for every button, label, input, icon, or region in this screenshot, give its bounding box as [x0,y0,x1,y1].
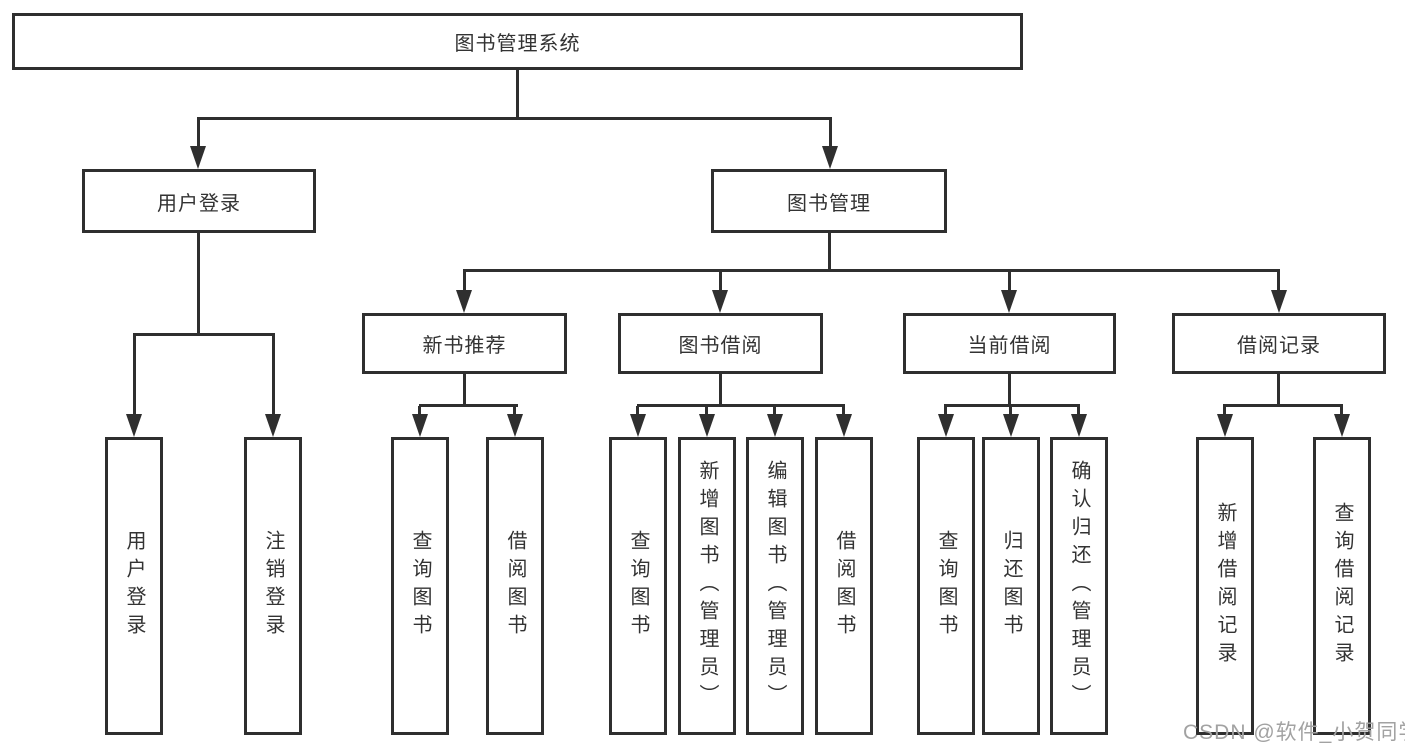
arrow-down-icon [507,414,523,437]
node-leaf-user-login-label: 用户登录 [123,530,145,642]
node-leaf-add-book-admin-label: 新增图书（管理员） [696,460,718,712]
connector-drop [1009,406,1012,416]
node-borrow-records-label: 借阅记录 [1237,335,1321,357]
node-root-label: 图书管理系统 [454,33,581,55]
arrow-down-icon [1271,290,1287,313]
connector-current-borrow-branch [944,404,1080,407]
node-leaf-add-borrow-record: 新增借阅记录 [1196,437,1254,735]
arrow-down-icon [699,414,715,437]
node-book-management-group: 图书管理 [711,169,947,233]
arrow-down-icon [767,414,783,437]
connector-root-stem [516,69,519,119]
connector-drop [418,406,421,416]
arrow-down-icon [712,290,728,313]
connector-borrow-records-branch [1223,404,1343,407]
node-leaf-query-book-1-label: 查询图书 [409,530,431,642]
arrow-down-icon [265,414,281,437]
node-leaf-query-book-2-label: 查询图书 [627,530,649,642]
connector-book-mgmt-branch [463,269,1280,272]
connector-book-borrow-stem [719,373,722,406]
arrow-down-icon [822,146,838,169]
node-book-borrow: 图书借阅 [618,313,823,374]
connector-new-book-stem [463,373,466,406]
arrow-down-icon [1334,414,1350,437]
connector-user-login-branch [133,333,275,336]
connector-drop-new-book [463,271,466,292]
connector-drop [1340,406,1343,416]
node-leaf-logout-label: 注销登录 [262,530,284,642]
node-leaf-confirm-return-admin: 确认归还（管理员） [1050,437,1108,735]
node-leaf-query-book-3: 查询图书 [917,437,975,735]
node-leaf-query-borrow-record: 查询借阅记录 [1313,437,1371,735]
arrow-down-icon [126,414,142,437]
arrow-down-icon [1001,290,1017,313]
node-leaf-borrow-book-1-label: 借阅图书 [504,530,526,642]
arrow-down-icon [1071,414,1087,437]
connector-drop-current-borrow [1008,271,1011,292]
watermark: CSDN @软件_小贺同学 [1183,721,1405,744]
node-leaf-logout: 注销登录 [244,437,302,735]
connector-user-login-stem [197,232,200,335]
arrow-down-icon [1003,414,1019,437]
connector-book-mgmt-stem [828,232,831,272]
connector-drop [513,406,516,416]
node-leaf-add-borrow-record-label: 新增借阅记录 [1214,502,1236,670]
node-leaf-query-book-2: 查询图书 [609,437,667,735]
connector-drop [842,406,845,416]
connector-root-branch [197,117,832,120]
node-leaf-return-book: 归还图书 [982,437,1040,735]
node-current-borrow: 当前借阅 [903,313,1116,374]
node-user-login-group: 用户登录 [82,169,316,233]
arrow-down-icon [456,290,472,313]
node-leaf-edit-book-admin-label: 编辑图书（管理员） [764,460,786,712]
connector-drop-leaf-logout [272,335,275,415]
node-leaf-query-book-3-label: 查询图书 [935,530,957,642]
node-leaf-query-borrow-record-label: 查询借阅记录 [1331,502,1353,670]
node-book-borrow-label: 图书借阅 [678,335,763,357]
connector-drop-book-mgmt [829,119,832,149]
node-new-book-recommend-label: 新书推荐 [422,335,507,357]
connector-drop [944,406,947,416]
node-leaf-confirm-return-admin-label: 确认归还（管理员） [1068,460,1090,712]
node-borrow-records: 借阅记录 [1172,313,1386,374]
connector-drop-borrow-records [1277,271,1280,292]
connector-drop [773,406,776,416]
connector-drop-user-login [197,119,200,149]
arrow-down-icon [630,414,646,437]
connector-book-borrow-branch [637,404,845,407]
node-leaf-return-book-label: 归还图书 [1000,530,1022,642]
node-leaf-borrow-book-2-label: 借阅图书 [833,530,855,642]
node-root: 图书管理系统 [12,13,1023,70]
arrow-down-icon [836,414,852,437]
connector-drop [705,406,708,416]
node-book-management-group-label: 图书管理 [787,192,871,215]
connector-drop-leaf-login [133,335,136,415]
connector-new-book-branch [419,404,518,407]
arrow-down-icon [1217,414,1233,437]
node-leaf-borrow-book-2: 借阅图书 [815,437,873,735]
node-leaf-user-login: 用户登录 [105,437,163,735]
connector-borrow-records-stem [1277,373,1280,406]
node-new-book-recommend: 新书推荐 [362,313,567,374]
arrow-down-icon [938,414,954,437]
connector-current-borrow-stem [1008,373,1011,406]
connector-drop [1223,406,1226,416]
connector-drop [1077,406,1080,416]
node-leaf-query-book-1: 查询图书 [391,437,449,735]
node-current-borrow-label: 当前借阅 [967,335,1052,357]
node-user-login-group-label: 用户登录 [157,192,241,215]
connector-drop-book-borrow [719,271,722,292]
arrow-down-icon [412,414,428,437]
arrow-down-icon [190,146,206,169]
connector-drop [636,406,639,416]
node-leaf-edit-book-admin: 编辑图书（管理员） [746,437,804,735]
node-leaf-borrow-book-1: 借阅图书 [486,437,544,735]
node-leaf-add-book-admin: 新增图书（管理员） [678,437,736,735]
